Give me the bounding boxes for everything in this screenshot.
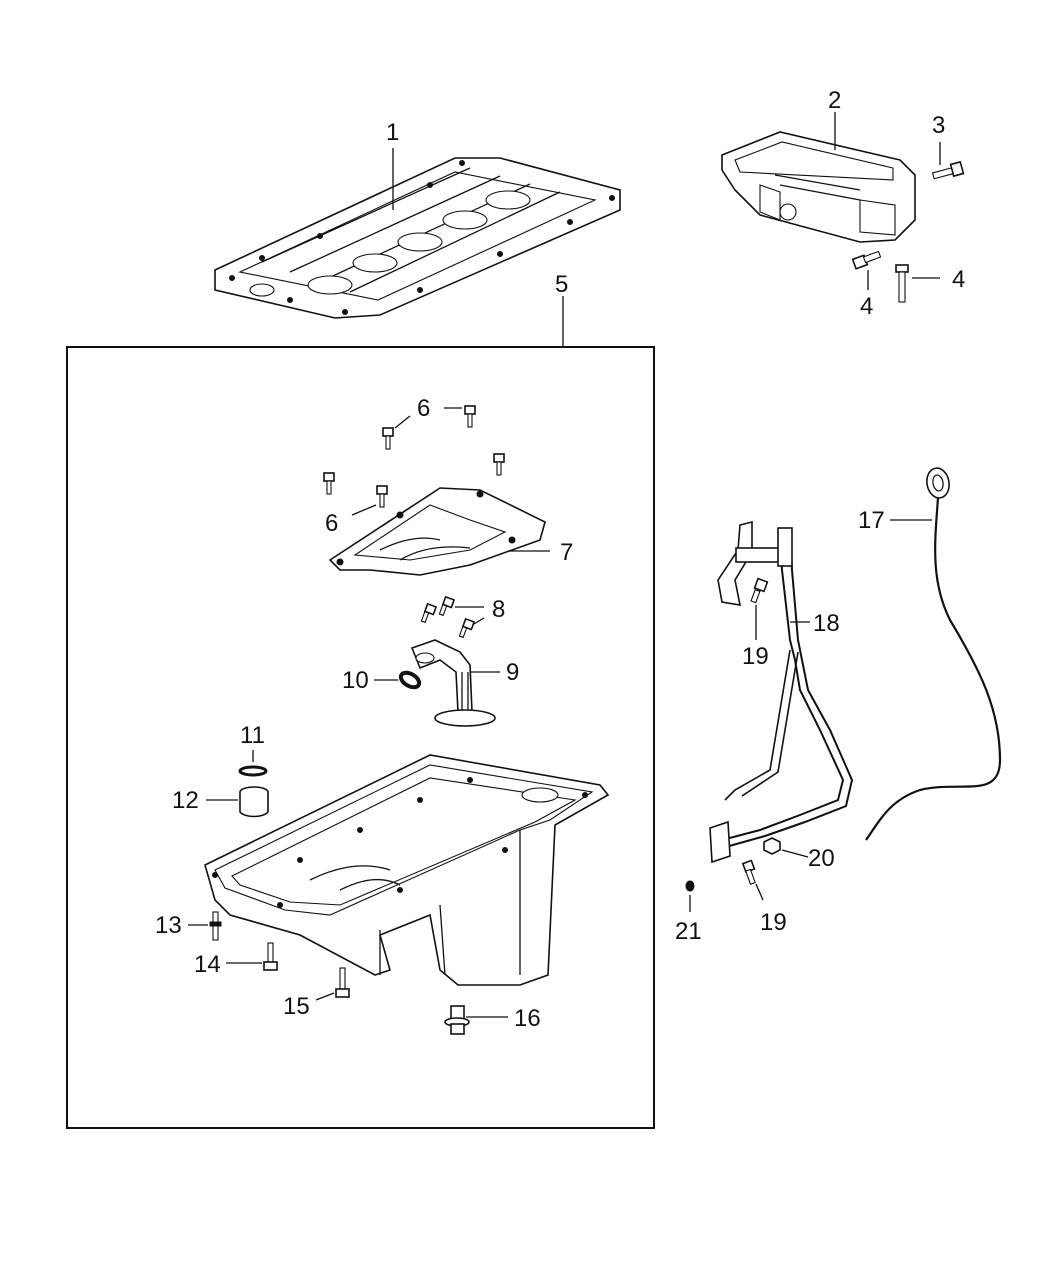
stud-icon bbox=[209, 911, 222, 941]
leader-line bbox=[781, 849, 809, 858]
bolt-icon bbox=[438, 595, 456, 617]
oil-pan-assembly-frame-icon bbox=[66, 346, 655, 1129]
bolt-icon bbox=[493, 453, 505, 476]
dipstick-icon bbox=[865, 467, 1002, 841]
callout-13: 13 bbox=[155, 912, 182, 939]
callout-7: 7 bbox=[560, 539, 573, 566]
bolt-icon bbox=[851, 250, 882, 270]
callout-14: 14 bbox=[194, 951, 221, 978]
dipstick-tube-icon bbox=[709, 520, 854, 864]
oil-pickup-tube-icon bbox=[410, 639, 496, 727]
oil-pan-lower-icon bbox=[204, 754, 610, 986]
gasket-ring-icon bbox=[398, 670, 422, 690]
callout-17: 17 bbox=[858, 507, 885, 534]
bolt-icon bbox=[420, 602, 438, 624]
bolt-icon bbox=[750, 577, 769, 604]
callout-16: 16 bbox=[514, 1005, 541, 1032]
callout-4-a: 4 bbox=[860, 293, 873, 320]
bolt-icon bbox=[741, 859, 756, 885]
callout-10: 10 bbox=[342, 667, 369, 694]
drain-plug-icon bbox=[444, 1005, 470, 1035]
bolt-icon bbox=[323, 472, 335, 495]
bolt-icon bbox=[895, 264, 909, 303]
callout-19-b: 19 bbox=[760, 909, 787, 936]
callout-15: 15 bbox=[283, 993, 310, 1020]
callout-2: 2 bbox=[828, 87, 841, 114]
callout-5: 5 bbox=[555, 271, 568, 298]
o-ring-icon bbox=[238, 765, 268, 777]
callout-6-a: 6 bbox=[417, 395, 430, 422]
callout-4-b: 4 bbox=[952, 266, 965, 293]
windage-tray-icon bbox=[328, 487, 546, 576]
bedplate-gasket-icon bbox=[214, 157, 621, 319]
plug-icon bbox=[685, 880, 695, 892]
bolt-icon bbox=[382, 427, 394, 450]
bolt-icon bbox=[464, 405, 476, 428]
bolt-icon bbox=[263, 942, 278, 971]
callout-21: 21 bbox=[675, 918, 702, 945]
bolt-icon bbox=[335, 967, 350, 998]
leader-line bbox=[755, 883, 764, 901]
callout-6-b: 6 bbox=[325, 510, 338, 537]
callout-19-a: 19 bbox=[742, 643, 769, 670]
leader-line bbox=[473, 617, 485, 625]
oil-filter-adapter-icon bbox=[239, 786, 269, 818]
callout-8: 8 bbox=[492, 596, 505, 623]
nut-icon bbox=[763, 837, 781, 855]
callout-18: 18 bbox=[813, 610, 840, 637]
bolt-icon bbox=[931, 160, 965, 180]
callout-3: 3 bbox=[932, 112, 945, 139]
bolt-icon bbox=[376, 485, 388, 508]
callout-20: 20 bbox=[808, 845, 835, 872]
leader-line bbox=[315, 992, 335, 1001]
leader-line bbox=[351, 504, 377, 516]
callout-11: 11 bbox=[240, 722, 265, 749]
oil-pan-upper-icon bbox=[721, 131, 916, 243]
callout-12: 12 bbox=[172, 787, 199, 814]
callout-1: 1 bbox=[386, 119, 399, 146]
bolt-icon bbox=[458, 617, 476, 639]
callout-9: 9 bbox=[506, 659, 519, 686]
leader-line bbox=[394, 415, 411, 429]
